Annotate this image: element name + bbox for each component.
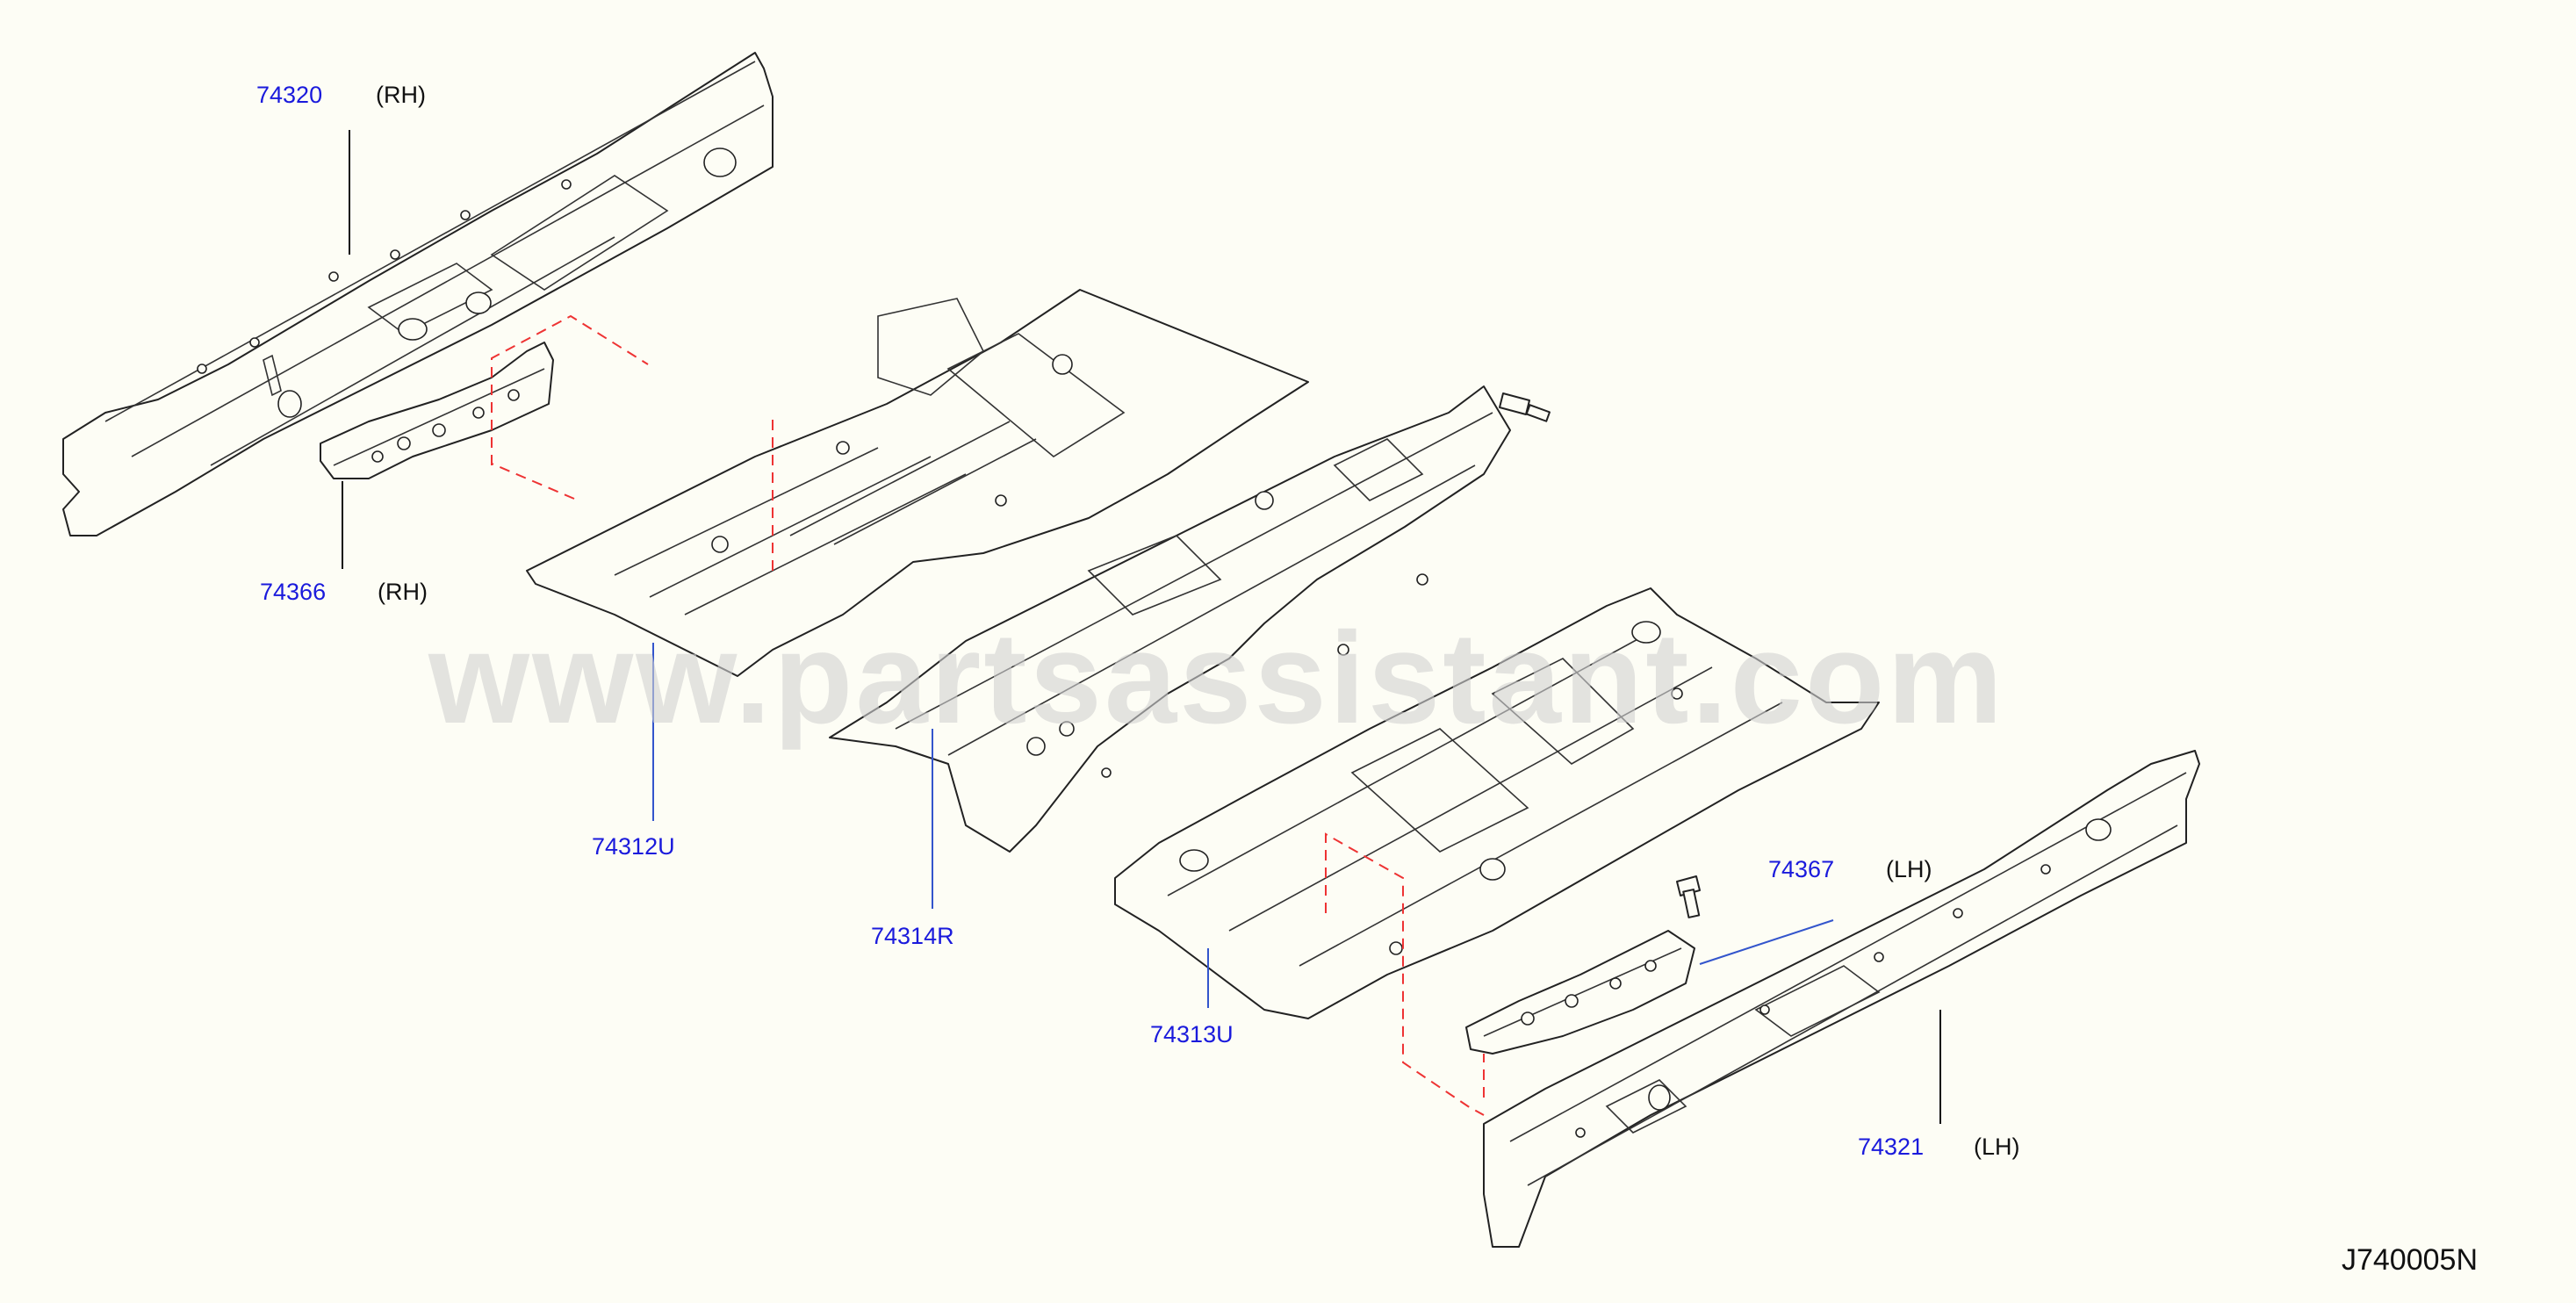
phantom-line-rh-left <box>491 463 575 500</box>
callout-74321-part[interactable]: 74321 <box>1858 1134 1925 1160</box>
callout-74367-side: (LH) <box>1886 856 1932 882</box>
part-74314r-center-tunnel <box>829 385 1511 853</box>
callout-74320-side: (RH) <box>376 82 426 108</box>
callout-74314r-part[interactable]: 74314R <box>871 923 954 949</box>
callout-74312u-part[interactable]: 74312U <box>592 833 675 860</box>
part-74312u-front-floor-rh <box>526 289 1309 677</box>
phantom-lines <box>491 314 1485 1116</box>
callout-74366-side: (RH) <box>378 579 428 605</box>
phantom-line-rh-upper <box>491 314 649 465</box>
part-74321-side-member-lh <box>1483 750 2200 1248</box>
bolt-lower <box>1676 875 1701 918</box>
part-74366-reinforcement-rh <box>320 342 554 479</box>
part-74320-side-member-rh <box>62 52 774 536</box>
drawing-code: J740005N <box>2341 1243 2478 1277</box>
bolt-upper <box>1499 392 1551 422</box>
callout-74321-side: (LH) <box>1974 1134 2020 1160</box>
watermark: www.partsassistant.com <box>428 606 2005 751</box>
part-74367-reinforcement-lh <box>1465 930 1695 1055</box>
callout-74313u-part[interactable]: 74313U <box>1150 1021 1234 1047</box>
callout-74366-part[interactable]: 74366 <box>260 579 327 605</box>
callout-74320-part[interactable]: 74320 <box>256 82 323 108</box>
leader-lines <box>342 130 1941 1124</box>
callout-74367-part[interactable]: 74367 <box>1768 856 1835 882</box>
leader-74367 <box>1699 919 1834 965</box>
